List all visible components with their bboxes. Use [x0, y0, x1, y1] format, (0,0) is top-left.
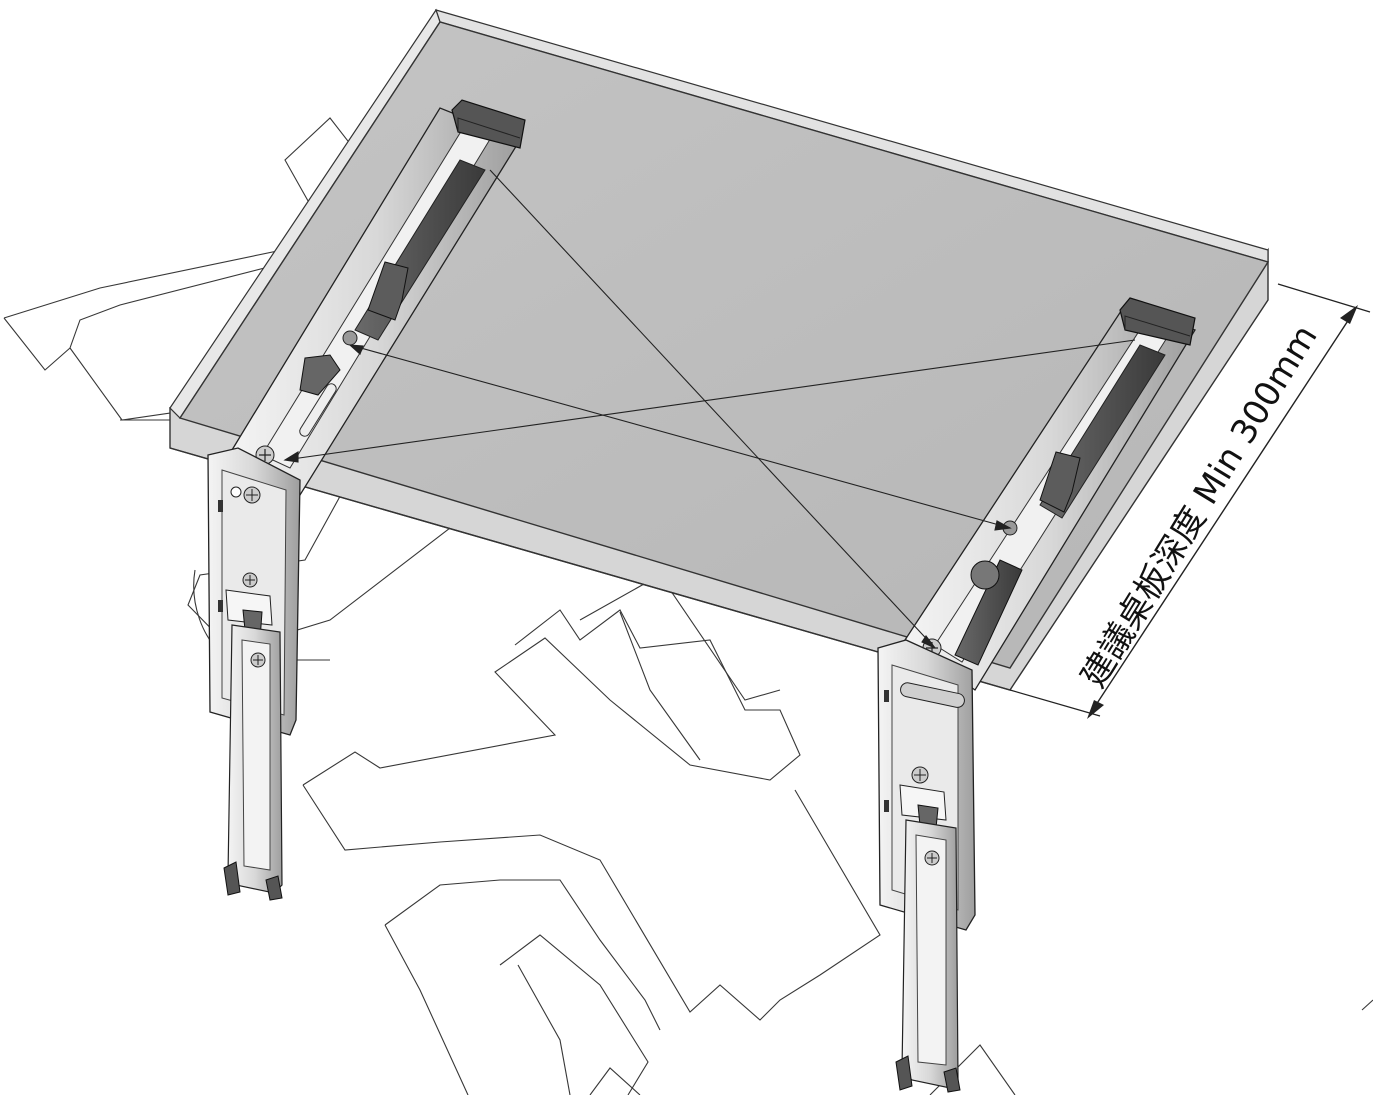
- right-end-cap: [1119, 297, 1196, 346]
- right-latch: [1039, 451, 1081, 513]
- dimension-arrow-head-bottom: [1087, 700, 1104, 719]
- alignment-lines: [283, 169, 1136, 649]
- right-bracket-rail: [904, 297, 1196, 691]
- left-latch: [367, 261, 409, 321]
- left-end-cap: [451, 99, 526, 149]
- right-folding-leg: [877, 639, 976, 1093]
- dimension-arrow-head-top: [1340, 305, 1358, 324]
- left-bracket-rail: [231, 99, 526, 496]
- right-gas-spring: [954, 559, 1023, 666]
- dimension-arrow-line: [1089, 309, 1356, 715]
- left-folding-leg: [207, 447, 301, 901]
